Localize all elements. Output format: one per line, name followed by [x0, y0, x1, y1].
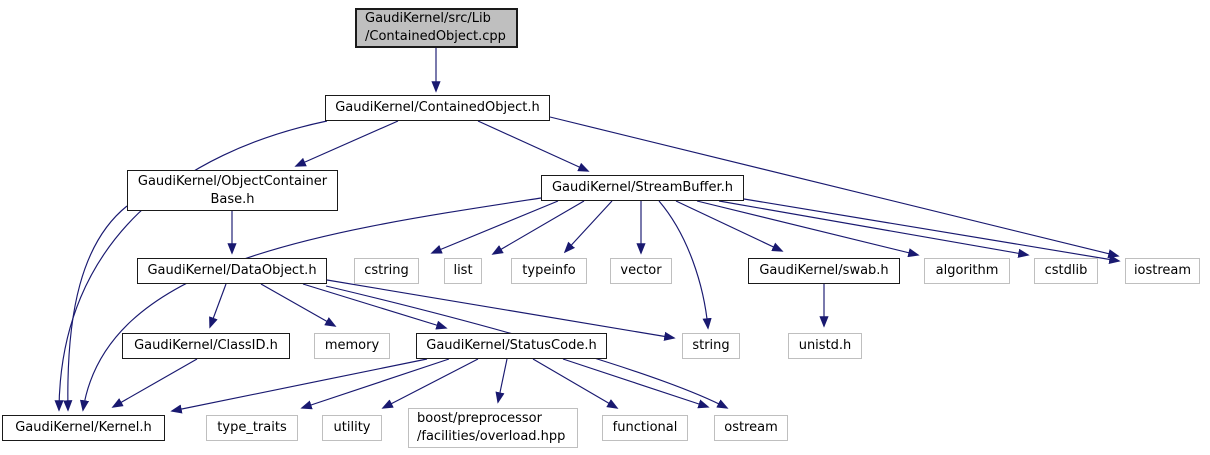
node-utility: utility: [322, 415, 382, 441]
node-cstring: cstring: [354, 258, 419, 284]
edge-statuscode-h-to-utility: [381, 358, 479, 409]
node-label: GaudiKernel/StatusCode.h: [426, 338, 597, 354]
node-label: algorithm: [935, 263, 999, 279]
edge-streambuffer-h-to-iostream: [743, 198, 1121, 264]
node-cstdlib: cstdlib: [1034, 258, 1098, 284]
node-label: ostream: [724, 420, 778, 436]
node-label: GaudiKernel/DataObject.h: [147, 263, 317, 279]
edge-dataobject-h-to-string: [326, 279, 676, 341]
node-classid-h[interactable]: GaudiKernel/ClassID.h: [122, 333, 290, 359]
node-label: vector: [620, 263, 662, 279]
node-label: GaudiKernel/ClassID.h: [134, 338, 278, 354]
node-label: GaudiKernel/Kernel.h: [15, 420, 152, 436]
node-label: functional: [612, 420, 678, 436]
node-label: memory: [324, 338, 380, 354]
edge-streambuffer-h-to-cstdlib: [718, 200, 1030, 258]
node-label: /ContainedObject.cpp: [365, 29, 506, 44]
node-label: cstdlib: [1044, 263, 1088, 279]
node-string: string: [682, 333, 740, 359]
edge-streambuffer-h-to-string: [658, 200, 712, 330]
node-vector: vector: [610, 258, 672, 284]
node-label: /facilities/overload.hpp: [417, 429, 566, 444]
node-label: GaudiKernel/ObjectContainer: [137, 173, 328, 189]
node-label: string: [692, 338, 730, 354]
node-ostream: ostream: [714, 415, 788, 441]
node-containedobject-h[interactable]: GaudiKernel/ContainedObject.h: [325, 95, 550, 121]
edge-streambuffer-h-to-swab-h: [675, 200, 784, 252]
node-label: iostream: [1133, 263, 1192, 279]
node-label: type_traits: [217, 420, 287, 436]
node-label: typeinfo: [522, 263, 576, 279]
edge-containedobject-h-to-streambuffer-h: [477, 120, 590, 172]
node-statuscode-h[interactable]: GaudiKernel/StatusCode.h: [416, 333, 607, 359]
node-swab-h[interactable]: GaudiKernel/swab.h: [748, 258, 900, 284]
node-label: cstring: [364, 263, 409, 279]
edge-containedobject-h-to-kernel-h: [54, 120, 328, 412]
edge-containedobject-h-to-iostream: [549, 116, 1120, 259]
edge-statuscode-h-to-kernel-h: [170, 358, 428, 414]
node-label: GaudiKernel/StreamBuffer.h: [551, 180, 734, 196]
edge-streambuffer-h-to-list: [491, 200, 585, 255]
edge-containedobject-h-to-objectcontainerbase-h: [294, 120, 399, 167]
edge-streambuffer-h-to-cstring: [430, 200, 559, 254]
node-algorithm: algorithm: [924, 258, 1010, 284]
node-list: list: [444, 258, 482, 284]
node-label: list: [453, 263, 473, 279]
edge-dataobject-h-to-classid-h: [209, 283, 227, 329]
edge-streambuffer-h-to-typeinfo: [563, 200, 613, 254]
node-label: utility: [333, 420, 371, 436]
node-label: unistd.h: [798, 338, 852, 354]
node-label: GaudiKernel/swab.h: [759, 263, 889, 279]
edge-statuscode-h-to-boost-overload-hpp: [495, 358, 508, 404]
edge-classid-h-to-kernel-h: [111, 358, 198, 408]
node-iostream: iostream: [1125, 258, 1200, 284]
edge-statuscode-h-to-type-traits: [300, 358, 450, 410]
edge-streambuffer-h-to-algorithm: [696, 200, 920, 258]
node-label: GaudiKernel/ContainedObject.h: [335, 100, 540, 116]
node-label: GaudiKernel/src/Lib: [365, 11, 491, 27]
node-dataobject-h[interactable]: GaudiKernel/DataObject.h: [137, 258, 327, 284]
edge-statuscode-h-to-ostream: [562, 358, 710, 409]
edge-objectcontainerbase-h-to-kernel-h: [63, 205, 128, 412]
node-containedobject-cpp: GaudiKernel/src/Lib/ContainedObject.cpp: [355, 8, 518, 48]
node-functional: functional: [602, 415, 688, 441]
node-label: boost/preprocessor: [417, 411, 542, 427]
node-boost-overload-hpp: boost/preprocessor/facilities/overload.h…: [408, 408, 578, 448]
node-unistd-h: unistd.h: [788, 333, 862, 359]
node-label: Base.h: [210, 191, 255, 207]
edge-dataobject-h-to-statuscode-h: [302, 283, 448, 330]
edge-statuscode-h-to-functional: [532, 358, 619, 409]
node-streambuffer-h[interactable]: GaudiKernel/StreamBuffer.h: [541, 175, 744, 201]
node-typeinfo: typeinfo: [511, 258, 587, 284]
node-kernel-h[interactable]: GaudiKernel/Kernel.h: [2, 415, 165, 441]
edge-dataobject-h-to-memory: [260, 283, 337, 327]
node-memory: memory: [314, 333, 390, 359]
node-type-traits: type_traits: [206, 415, 298, 441]
